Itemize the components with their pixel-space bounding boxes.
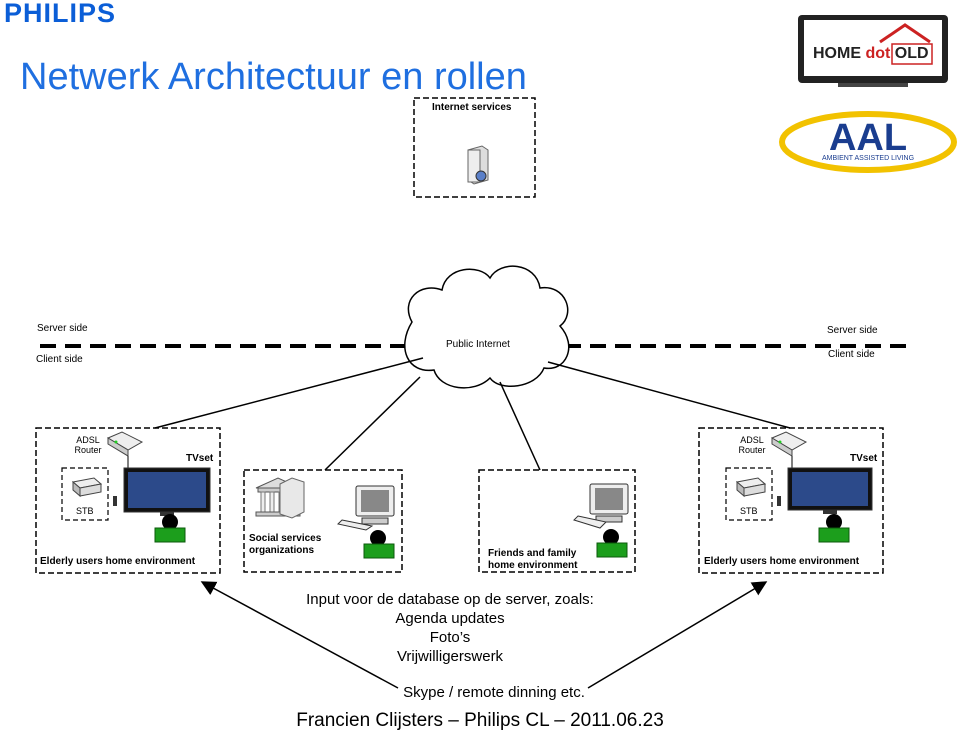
body-line-2: Agenda updates [395,610,505,627]
server-side-right-label: Server side [827,325,878,336]
body-line-5: Skype / remote dinning etc. [403,684,585,701]
right-tv-label: TVset [850,453,878,464]
server-side-left-label: Server side [37,323,88,334]
link-friends [499,381,541,471]
internet-services-box [413,97,536,198]
svg-text:HOME dot OLD: HOME dot OLD [813,45,929,62]
left-person-icon [154,514,186,543]
body-line-3: Foto’s [429,629,471,646]
left-tv-icon [123,467,211,516]
philips-logo: PHILIPS [4,0,117,28]
social-person-icon [363,530,395,559]
left-home-box [35,427,221,574]
link-left-home [154,357,424,429]
left-env-label: Elderly users home environment [40,556,196,567]
right-tv-icon [787,467,873,514]
body-text-block: Input voor de database op de server, zoa… [0,590,900,666]
right-person-icon [818,514,850,543]
left-remote-icon [113,496,117,506]
right-home-box [698,427,884,574]
friends-computer-icon [573,483,629,529]
homedotold-part3: OLD [890,45,928,62]
social-services-label: Social services organizations [249,533,322,556]
homedotold-part2: dot [865,45,891,62]
right-remote-icon [777,496,781,506]
right-stb-icon [735,477,767,498]
friends-family-label: Friends and family home environment [488,548,578,571]
right-router-icon [770,431,808,457]
left-router-label: ADSL Router [74,435,102,455]
left-stb-icon [71,477,103,498]
link-social [324,376,421,471]
social-server-icon [279,477,305,519]
footer-author: Francien Clijsters – Philips CL – 2011.0… [296,710,664,731]
left-router-icon [106,431,144,457]
right-router-label: ADSL Router [738,435,766,455]
homedotold-part1: HOME [813,45,865,62]
left-tv-label: TVset [186,453,214,464]
internet-services-label: Internet services [432,102,512,113]
left-stb-box [61,467,109,521]
link-right-home [547,361,791,429]
public-internet-label: Public Internet [446,339,510,350]
social-computer-icon [336,485,395,531]
body-line-1: Input voor de database op de server, zoa… [306,591,594,608]
arrow-to-left-home [200,581,399,689]
client-side-right-label: Client side [828,349,875,360]
server-icon [467,145,489,185]
client-side-left-label: Client side [36,354,83,365]
right-stb-label: STB [740,506,758,516]
social-services-box [243,469,403,573]
homedotold-logo: HOME dot OLD [798,15,948,87]
aal-main: AAL [829,117,907,159]
friends-family-box [478,469,636,573]
body-line-4: Vrijwilligerswerk [396,648,504,665]
page-title: Netwerk Architectuur en rollen [20,56,527,98]
right-stb-box [725,467,773,521]
arrow-to-right-home [587,581,768,689]
left-stb-label: STB [76,506,94,516]
aal-logo: AAL AMBIENT ASSISTED LIVING [779,111,957,173]
right-env-label: Elderly users home environment [704,556,860,567]
friends-person-icon [596,529,628,558]
aal-sub: AMBIENT ASSISTED LIVING [822,155,914,162]
public-internet-cloud [404,265,570,389]
